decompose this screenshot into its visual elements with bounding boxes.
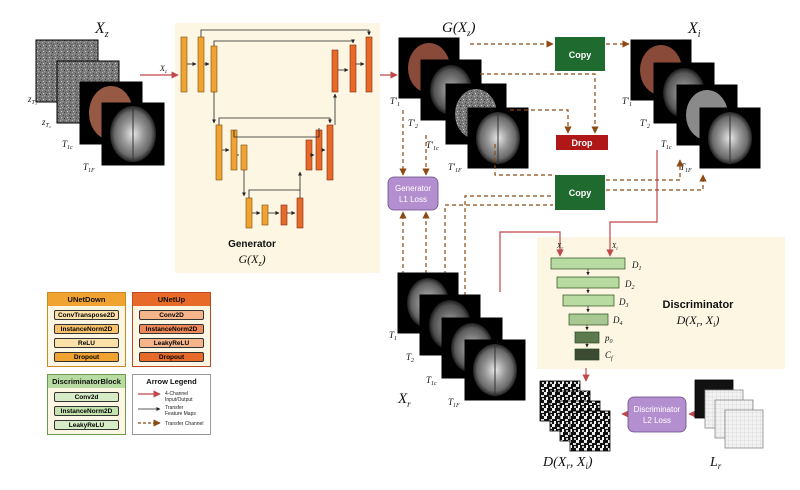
- xi-title: Xi: [687, 20, 701, 40]
- discriminator-loss-line2: L2 Loss: [643, 416, 671, 425]
- legend-unet-down: UNetDown ConvTranspose2D InstanceNorm2D …: [47, 292, 126, 367]
- legend-unet-down-item: InstanceNorm2D: [54, 324, 119, 334]
- lr-output-label: Lr: [709, 455, 722, 471]
- svg-text:zT₁: zT₁: [27, 94, 37, 106]
- copy-top-label: Copy: [569, 50, 592, 60]
- svg-text:D1: D1: [631, 260, 642, 272]
- discriminator-loss-line1: Discriminator: [634, 405, 681, 414]
- drop-label: Drop: [572, 138, 593, 148]
- svg-text:D4: D4: [612, 315, 623, 327]
- gxz-title: G(Xz): [442, 20, 476, 38]
- d-output-stack: [539, 380, 611, 452]
- xi-image-stack: [630, 39, 761, 169]
- generator-input-label: Xz: [159, 64, 167, 75]
- d-output-label: D(Xr, Xi): [542, 455, 593, 471]
- gxz-image-stack: [398, 37, 529, 169]
- svg-text:D2: D2: [624, 279, 635, 291]
- discriminator-layers: [550, 257, 626, 361]
- generator-loss-line2: L1 Loss: [399, 195, 427, 204]
- svg-text:T′1: T′1: [390, 96, 400, 108]
- legend-discriminator-block: DiscriminatorBlock Conv2d InstanceNorm2D…: [47, 374, 126, 435]
- legend-unet-down-title: UNetDown: [48, 293, 125, 306]
- svg-text:T1F: T1F: [680, 162, 692, 174]
- legend-unet-down-item: ConvTranspose2D: [54, 310, 119, 320]
- copy-top-block: [555, 37, 605, 71]
- legend-disc-block-item: InstanceNorm2D: [54, 406, 119, 416]
- discriminator-layer-arrows: [585, 269, 590, 348]
- legend-unet-up-item: Conv2D: [139, 310, 204, 320]
- drop-block: [556, 135, 608, 150]
- legend-arrows-title: Arrow Legend: [146, 377, 197, 386]
- discriminator-formula: D(Xr, Xi): [676, 313, 720, 329]
- arrow-legend-icons: [138, 390, 161, 427]
- svg-text:T1c: T1c: [62, 139, 73, 151]
- svg-text:T1F: T1F: [83, 162, 95, 174]
- lr-output-stack: [694, 379, 764, 449]
- copy-mid-label: Copy: [569, 188, 592, 198]
- unet-up-blocks: [280, 36, 373, 229]
- generator-loss-block: [387, 176, 439, 211]
- input-image-stack: [35, 39, 165, 166]
- generator-loss-line1: Generator: [395, 184, 431, 193]
- svg-text:zT₂: zT₂: [41, 117, 51, 129]
- input-title: Xz: [94, 20, 109, 40]
- input-labels: zT₁ zT₂ T1c T1F: [27, 94, 95, 174]
- svg-text:T1c: T1c: [426, 375, 437, 387]
- generator-title: Generator: [228, 239, 276, 250]
- legend-unet-up: UNetUp Conv2D InstanceNorm2D LeakyReLU D…: [132, 292, 211, 367]
- discriminator-layer-labels: D1 D2 D3 D4 p0 Cf: [604, 260, 642, 362]
- legend-unet-up-item: LeakyReLU: [139, 338, 204, 348]
- legend-disc-block-title: DiscriminatorBlock: [48, 375, 125, 388]
- svg-text:T′1: T′1: [622, 96, 632, 108]
- legend-unet-up-title: UNetUp: [133, 293, 210, 306]
- svg-text:T1F: T1F: [448, 397, 460, 409]
- svg-text:D3: D3: [618, 297, 629, 309]
- xi-labels: T′1 T′2 T1c T1F: [622, 96, 692, 174]
- xr-image-stack: [397, 272, 526, 401]
- gxz-labels: T′1 T′2 T′1c T′1F: [390, 96, 462, 174]
- svg-text:T2: T2: [406, 352, 414, 364]
- unet-down-blocks: [180, 36, 269, 229]
- svg-text:T′2: T′2: [408, 118, 418, 130]
- svg-text:T′2: T′2: [640, 118, 650, 130]
- disc-input-r: Xr: [556, 242, 563, 252]
- legend-unet-up-item: Dropout: [139, 352, 204, 362]
- svg-text:T1: T1: [389, 330, 397, 342]
- discriminator-title: Discriminator: [663, 299, 735, 311]
- legend-unet-down-item: Dropout: [54, 352, 119, 362]
- disc-input-i: Xi: [611, 242, 618, 252]
- legend-disc-block-item: Conv2d: [54, 392, 119, 402]
- xr-labels: T1 T2 T1c T1F: [389, 330, 460, 409]
- svg-text:p0: p0: [604, 333, 613, 345]
- svg-text:T1c: T1c: [661, 139, 672, 151]
- legend-disc-block-item: LeakyReLU: [54, 420, 119, 430]
- copy-mid-block: [555, 175, 605, 210]
- svg-text:T′1c: T′1c: [426, 140, 439, 152]
- legend-arrow-item-brown: Transfer Channel: [165, 421, 204, 427]
- svg-text:T′1F: T′1F: [448, 162, 462, 174]
- unet-connections: [187, 29, 371, 215]
- legend-unet-up-item: InstanceNorm2D: [139, 324, 204, 334]
- generator-panel: [175, 23, 380, 273]
- svg-text:Cf: Cf: [605, 350, 614, 362]
- legend-unet-down-item: ReLU: [54, 338, 119, 348]
- generator-formula: G(Xz): [238, 252, 265, 268]
- xr-title: Xr: [397, 391, 411, 409]
- discriminator-loss-block: [627, 396, 687, 433]
- transfer-channel-arrows: [399, 40, 707, 310]
